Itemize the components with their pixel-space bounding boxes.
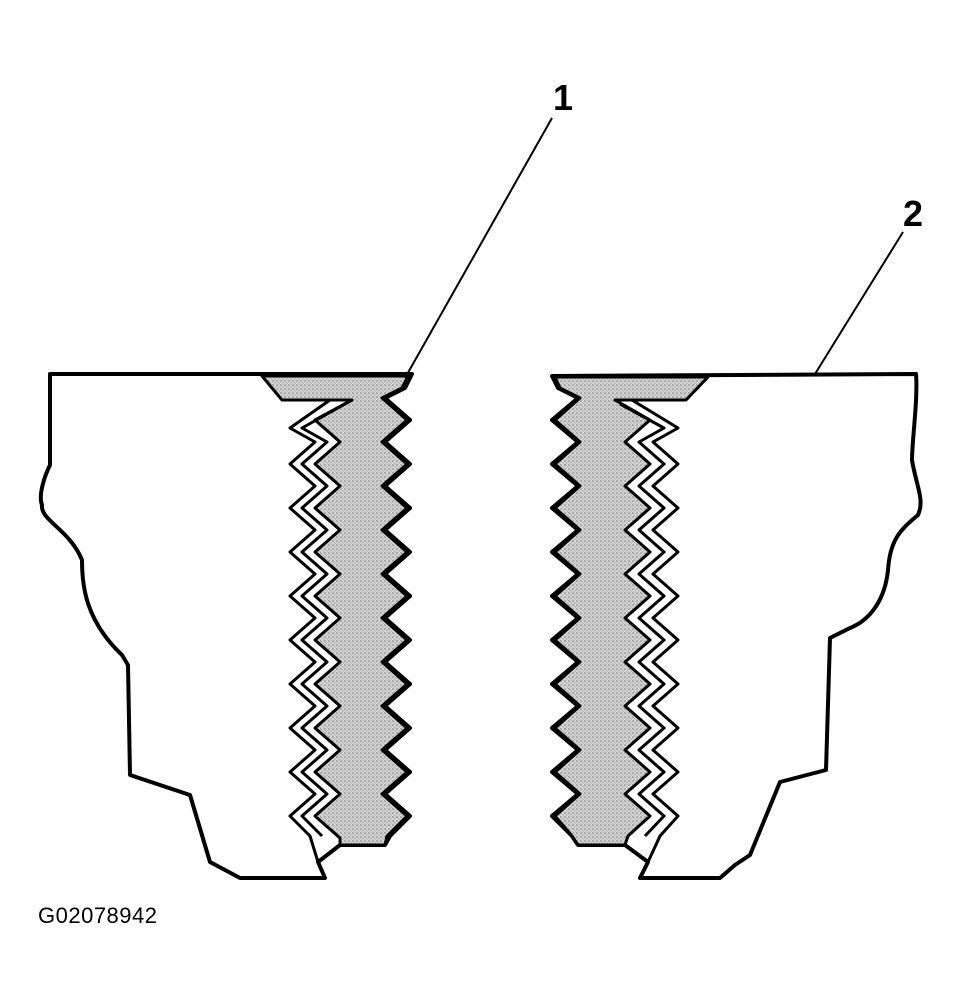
left-thread-line-outer — [288, 398, 331, 863]
callout-2: 2 — [814, 193, 923, 375]
callout-1-leader — [404, 117, 553, 379]
right-housing-outline — [550, 372, 923, 880]
right-thread-line-outer — [631, 398, 680, 863]
left-thread-line-inner — [300, 402, 346, 838]
left-thread-core — [260, 374, 410, 847]
left-housing-section — [38, 372, 414, 880]
callout-1-label: 1 — [553, 77, 573, 118]
figure-id: G02078942 — [38, 903, 158, 928]
right-thread-line-inner — [619, 402, 666, 838]
callout-1: 1 — [404, 77, 573, 379]
callout-2-label: 2 — [903, 193, 923, 234]
callout-2-leader — [814, 231, 904, 375]
left-housing-outline — [38, 372, 414, 880]
right-thread-core — [553, 375, 710, 847]
right-housing-section — [550, 372, 923, 880]
